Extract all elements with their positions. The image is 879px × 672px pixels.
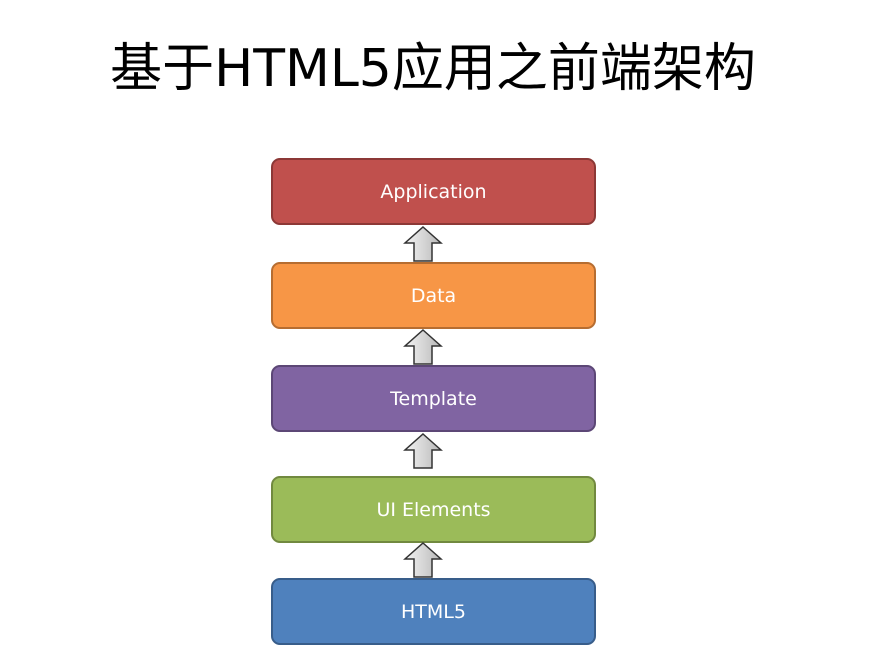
layer-ui-elements: UI Elements <box>271 476 596 543</box>
up-arrow-icon <box>403 542 443 578</box>
layer-application: Application <box>271 158 596 225</box>
slide-title: 基于HTML5应用之前端架构 <box>110 39 756 99</box>
up-arrow-icon <box>403 329 443 365</box>
layer-html5: HTML5 <box>271 578 596 645</box>
up-arrow-icon <box>403 433 443 469</box>
up-arrow-icon <box>403 226 443 262</box>
layer-data: Data <box>271 262 596 329</box>
layer-template: Template <box>271 365 596 432</box>
